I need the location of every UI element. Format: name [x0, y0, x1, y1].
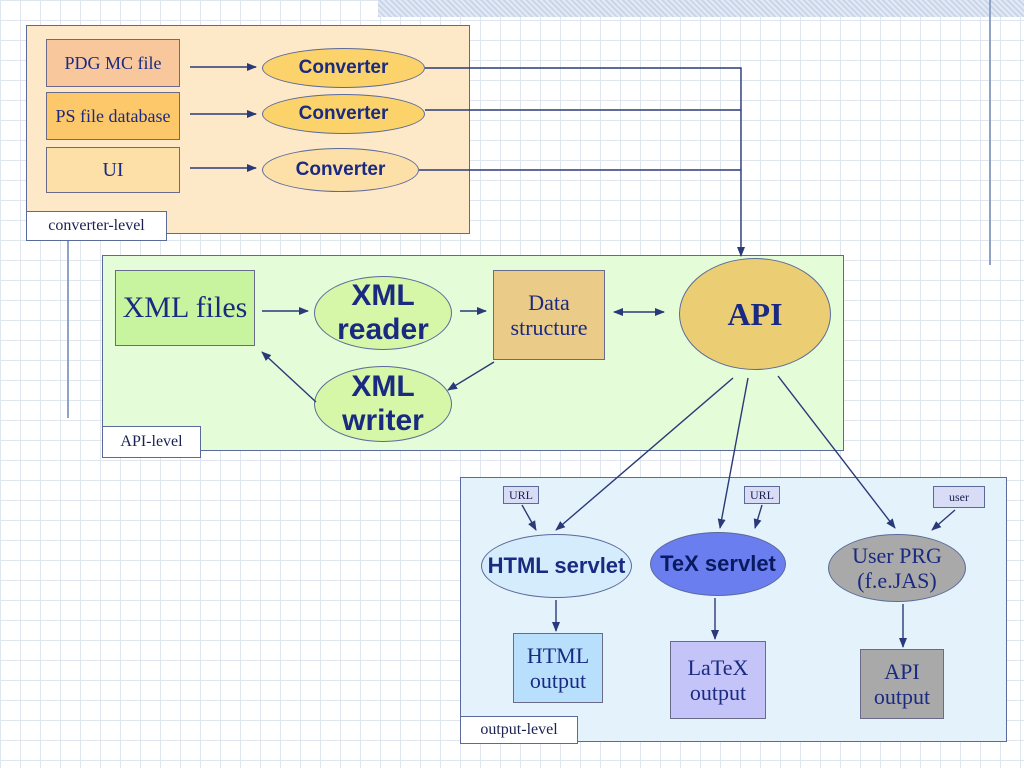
xml-files-box: XML files [115, 270, 255, 346]
api-level-tag: API-level [102, 426, 201, 458]
user-prg-ellipse: User PRG (f.e.JAS) [828, 534, 966, 602]
url-label-tex: URL [744, 486, 780, 504]
arrow-api-user-prg [777, 375, 896, 529]
decor-line-right [989, 0, 991, 265]
top-decor-bar [378, 0, 1024, 17]
xml-reader-ellipse: XML reader [314, 276, 452, 350]
arrow-api-tex-servlet [717, 377, 749, 529]
tex-servlet-ellipse: TeX servlet [650, 532, 786, 596]
decor-line-left [67, 240, 69, 418]
output-level-tag: output-level [460, 716, 578, 744]
xml-writer-ellipse: XML writer [314, 366, 452, 442]
converter-ellipse-2: Converter [262, 94, 425, 134]
api-ellipse: API [679, 258, 831, 370]
converter-ellipse-3: Converter [262, 148, 419, 192]
html-output-box: HTML output [513, 633, 603, 703]
arrow-user-user-prg [931, 509, 956, 531]
html-servlet-ellipse: HTML servlet [481, 534, 632, 598]
data-structure-box: Data structure [493, 270, 605, 360]
source-ps-file-database: PS file database [46, 92, 180, 140]
source-ui: UI [46, 147, 180, 193]
latex-output-box: LaTeX output [670, 641, 766, 719]
arrow-url-html-servlet [521, 504, 537, 531]
user-label: user [933, 486, 985, 508]
arrow-url-tex-servlet [753, 504, 763, 529]
arrow-writer-xmlfiles [261, 351, 317, 403]
source-pdg-mc-file: PDG MC file [46, 39, 180, 87]
api-output-box: API output [860, 649, 944, 719]
converter-level-tag: converter-level [26, 211, 167, 241]
arrow-datastructure-writer [447, 361, 495, 391]
arrow-api-html-servlet [555, 377, 734, 531]
line-converter1-api [425, 67, 742, 110]
url-label-html: URL [503, 486, 539, 504]
converter-ellipse-1: Converter [262, 48, 425, 88]
